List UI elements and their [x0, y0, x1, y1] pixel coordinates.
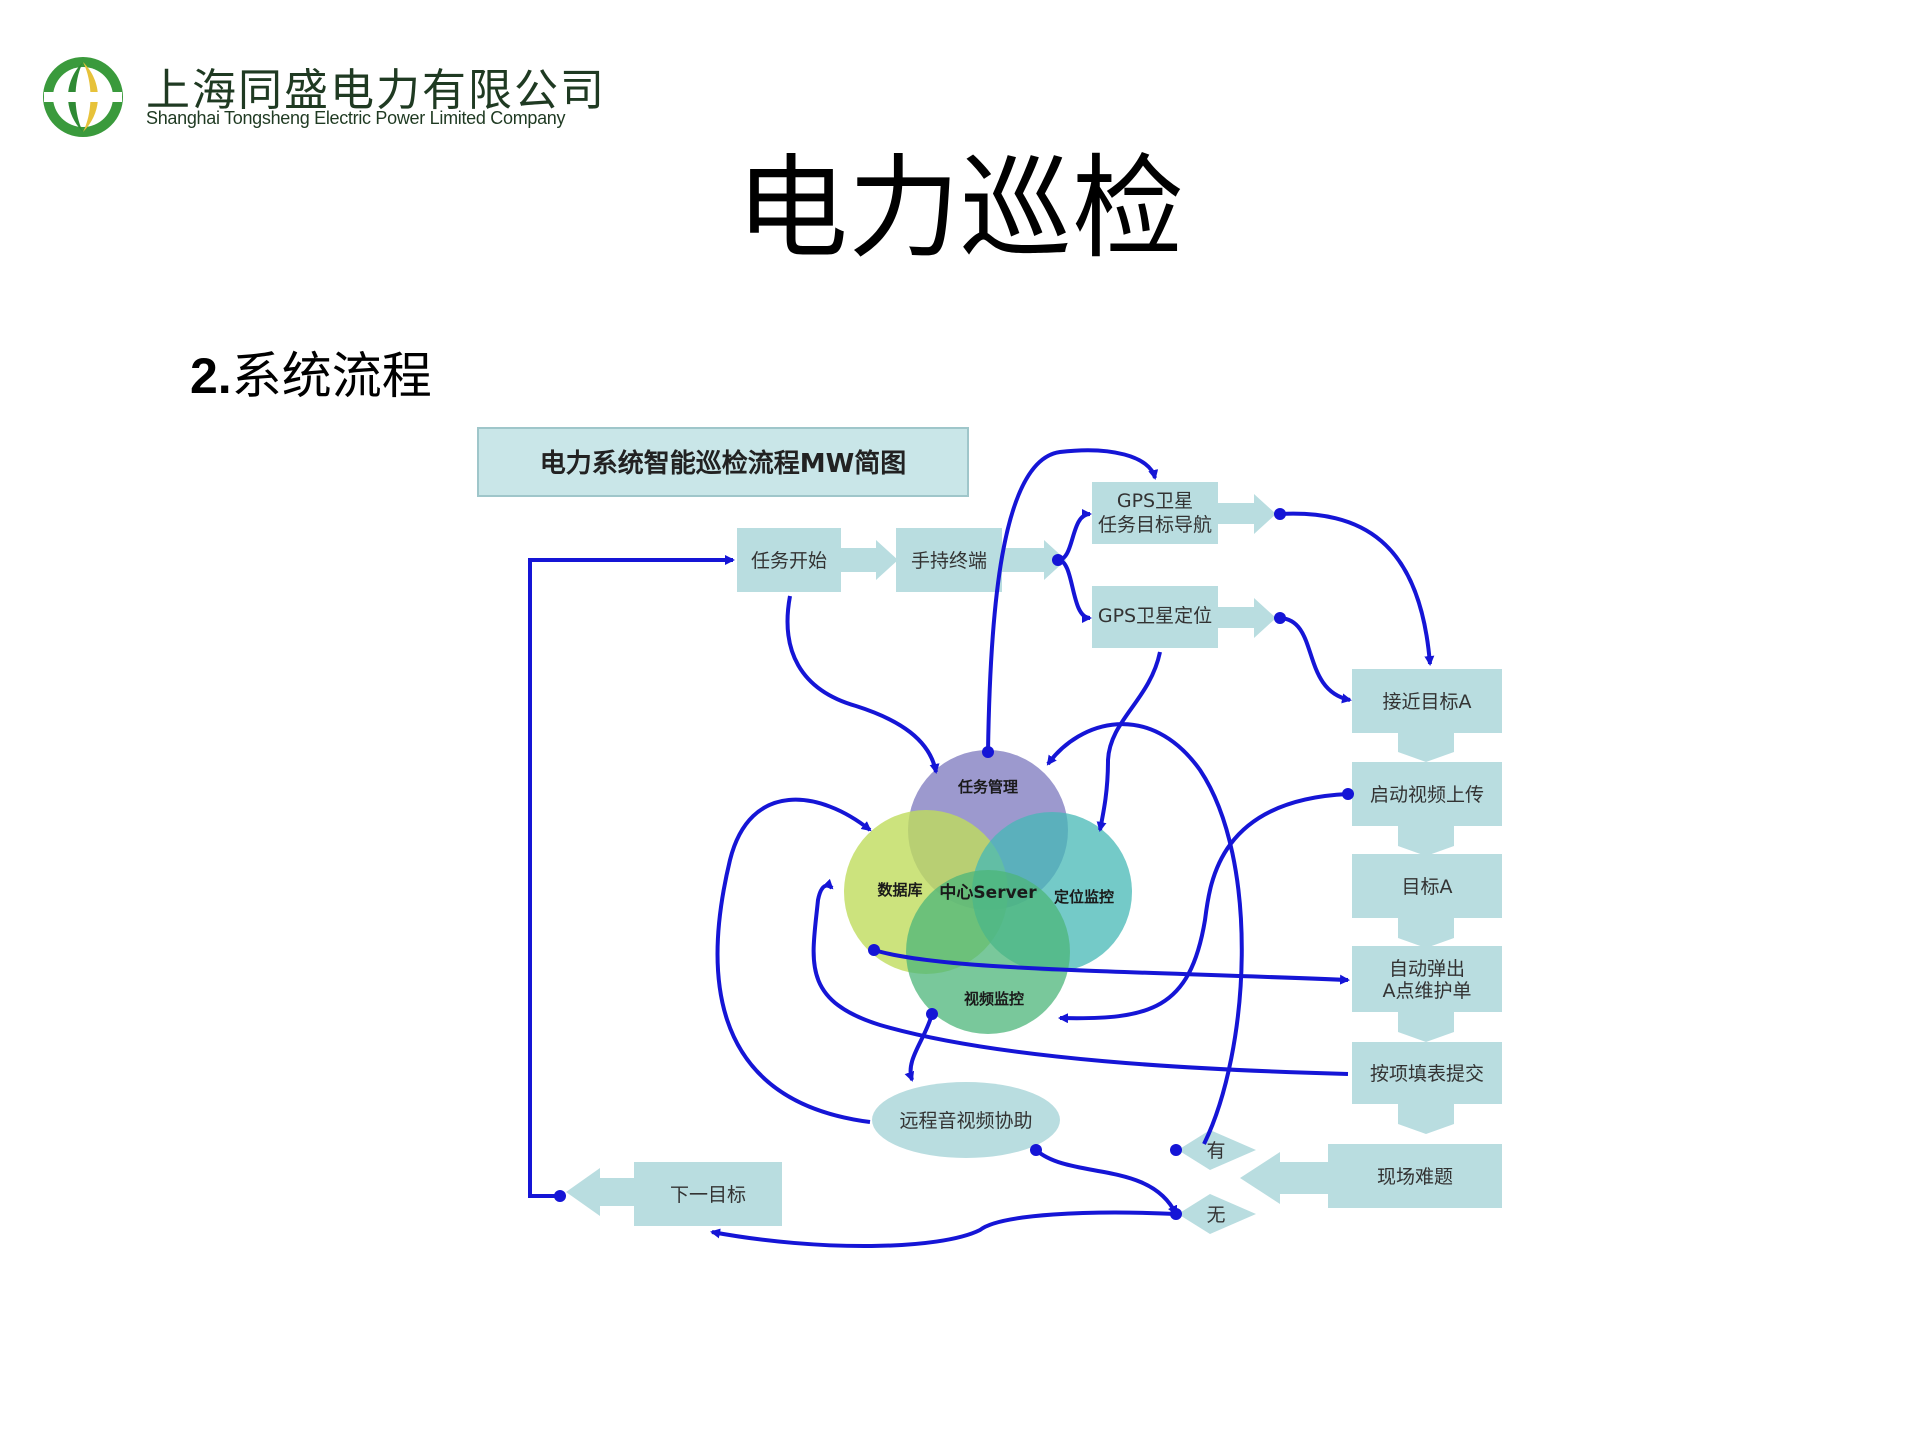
label-task-mgmt: 任务管理	[957, 778, 1018, 796]
block-arrow-gpsnav-out	[1218, 494, 1276, 534]
section-title: 2.系统流程	[190, 336, 432, 408]
block-arrow-approach-down	[1398, 732, 1454, 762]
arrow-gpsloc-locate	[1096, 651, 1162, 832]
label-handheld: 手持终端	[911, 550, 987, 572]
box-handheld	[896, 528, 1002, 592]
dot-remote	[1030, 1144, 1042, 1156]
box-popup	[1352, 946, 1502, 1012]
block-arrow-problem-left	[1240, 1152, 1328, 1204]
dot-video	[926, 1008, 938, 1020]
label-target: 目标A	[1402, 876, 1453, 898]
block-arrow-target-down	[1398, 918, 1454, 948]
label-video-monitor: 视频监控	[964, 990, 1024, 1008]
diagram-title: 电力系统智能巡检流程MW简图	[540, 448, 907, 479]
server-cluster	[844, 750, 1132, 1034]
dot-next-out	[554, 1190, 566, 1202]
arrow-task-to-gpsnav	[986, 448, 1159, 753]
connector-dots	[554, 508, 1354, 1220]
label-gps-nav-2: 任务目标导航	[1098, 514, 1212, 536]
diamond-no	[1178, 1194, 1256, 1234]
label-next-target: 下一目标	[670, 1184, 746, 1206]
label-no: 无	[1206, 1204, 1225, 1226]
arrow-gpsloc-approach	[1279, 616, 1352, 704]
connectors	[528, 448, 1435, 1249]
label-gps-locate: GPS卫星定位	[1098, 605, 1212, 627]
company-logo: 上海同盛电力有限公司 Shanghai Tongsheng Electric P…	[38, 48, 638, 148]
arrow-remote-no	[1034, 1148, 1178, 1216]
arrow-video-remote	[904, 1013, 934, 1082]
box-next-target	[634, 1162, 782, 1226]
dot-task-mgmt	[982, 746, 994, 758]
block-arrow-start-handheld	[840, 540, 898, 580]
box-video-upload	[1352, 762, 1502, 826]
page-title: 电力巡检	[736, 144, 1184, 274]
block-arrow-handheld-fork	[1000, 540, 1066, 580]
diamond-yes	[1178, 1130, 1256, 1170]
arrow-yes-to-task	[1046, 722, 1244, 1145]
dot-no	[1170, 1208, 1182, 1220]
label-field-problem: 现场难题	[1377, 1166, 1453, 1188]
label-popup-1: 自动弹出	[1389, 958, 1465, 980]
label-fill-submit: 按项填表提交	[1370, 1063, 1484, 1085]
block-arrow-decision-bg	[1176, 1148, 1256, 1208]
company-name-en: Shanghai Tongsheng Electric Power Limite…	[146, 108, 566, 128]
label-center: 中心Server	[939, 882, 1037, 903]
arrow-no-next	[710, 1210, 1177, 1249]
block-arrow-popup-down	[1398, 1012, 1454, 1042]
dot-upload	[1342, 788, 1354, 800]
box-remote-assist	[872, 1082, 1060, 1158]
box-field-problem	[1328, 1144, 1502, 1208]
label-task-start: 任务开始	[751, 550, 827, 572]
label-remote-assist: 远程音视频协助	[899, 1110, 1032, 1132]
block-arrows	[566, 494, 1454, 1234]
dot-yes	[1170, 1144, 1182, 1156]
arrow-fork-gpsloc	[1057, 558, 1092, 623]
dot-db	[868, 944, 880, 956]
arrow-upload-video	[1058, 792, 1349, 1024]
arrow-loop-to-start	[528, 555, 735, 1198]
label-video-upload: 启动视频上传	[1370, 784, 1484, 806]
diagram-title-box: 电力系统智能巡检流程MW简图	[477, 427, 969, 497]
box-gps-nav	[1092, 482, 1218, 544]
arrow-gpsnav-approach	[1279, 511, 1435, 666]
label-gps-nav-1: GPS卫星	[1117, 490, 1193, 512]
block-arrow-fill-down	[1398, 1104, 1454, 1134]
dot-fork	[1052, 554, 1064, 566]
block-arrow-gpsloc-out	[1218, 598, 1276, 638]
dot-gpsnav-out	[1274, 508, 1286, 520]
box-approach	[1352, 669, 1502, 733]
company-logo-mark	[43, 57, 123, 137]
label-yes: 有	[1206, 1140, 1225, 1162]
company-name-cn: 上海同盛电力有限公司	[146, 65, 606, 116]
label-locate-monitor: 定位监控	[1054, 888, 1114, 906]
block-arrow-upload-down	[1398, 826, 1454, 856]
arrow-db-popup	[873, 948, 1350, 985]
arrow-remote-db	[715, 797, 872, 1124]
arrow-fill-db	[811, 878, 1349, 1076]
arrow-fork-gpsnav	[1057, 509, 1092, 562]
section-title-text: 系统流程	[231, 347, 432, 405]
box-task-start	[737, 528, 841, 592]
arrow-start-task	[785, 595, 940, 774]
box-gps-locate	[1092, 586, 1218, 648]
box-fill-submit	[1352, 1042, 1502, 1104]
block-arrow-next-left	[566, 1168, 636, 1216]
label-database: 数据库	[877, 881, 922, 899]
dot-gpsloc-out	[1274, 612, 1286, 624]
label-popup-2: A点维护单	[1383, 980, 1472, 1002]
circle-video-monitor	[906, 870, 1070, 1034]
section-number: 2.	[190, 348, 232, 404]
node-boxes	[634, 482, 1502, 1226]
label-approach: 接近目标A	[1383, 691, 1472, 713]
box-target	[1352, 854, 1502, 918]
